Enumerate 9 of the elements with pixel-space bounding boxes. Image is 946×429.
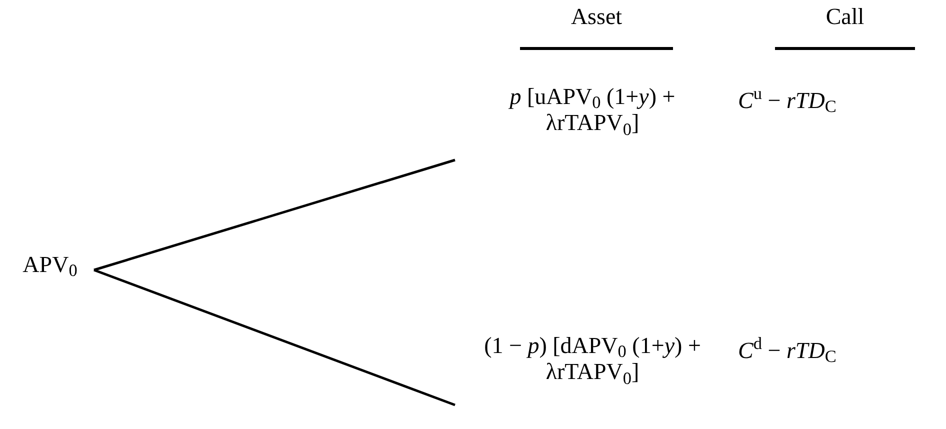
branch-line	[94, 158, 456, 272]
outcome-value: (1 − p) [dAPV$_{0}$ (1+y) + λrTAPV$_{0}$]	[455, 333, 730, 413]
call-value: C$^{u}$ − rTD$_{C}$	[738, 88, 836, 114]
outcome-value: p [uAPV$_{0}$ (1+y) + λrTAPV$_{0}$]	[455, 84, 730, 164]
column-header: Call	[826, 4, 864, 30]
column-header: Asset	[570, 4, 622, 30]
root-value: APV$_{0}$	[6, 252, 94, 288]
call-value: C$^{d}$ − rTD$_{C}$	[738, 338, 836, 364]
branch-line	[94, 268, 456, 406]
